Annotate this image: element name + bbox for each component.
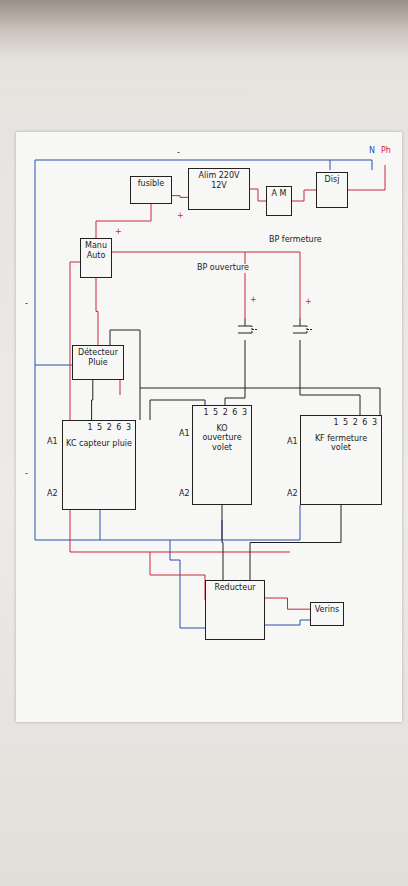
box-label: KO ouverture volet bbox=[196, 424, 248, 453]
box-label: Verins bbox=[314, 605, 340, 615]
phase-label: Ph bbox=[380, 147, 392, 156]
polarity-label: + bbox=[249, 296, 258, 305]
polarity-label: + bbox=[114, 228, 123, 237]
polarity-label: - bbox=[176, 149, 181, 158]
box-label: Détecteur Pluie bbox=[76, 348, 120, 367]
polarity-label: - bbox=[24, 300, 29, 309]
wire-connector bbox=[96, 204, 151, 238]
wire-connector bbox=[250, 189, 266, 201]
box-label: Reducteur bbox=[209, 583, 261, 593]
coil-pin: A1 bbox=[178, 430, 191, 439]
coil-pin: A1 bbox=[286, 438, 299, 447]
box-label: A M bbox=[270, 189, 288, 199]
minus-wire bbox=[35, 365, 75, 366]
button-label: BP ouverture bbox=[196, 264, 250, 273]
pin-numbers: 1 5 2 6 3 bbox=[66, 423, 132, 433]
polarity-label: + bbox=[176, 212, 185, 221]
box-label: Manu Auto bbox=[84, 241, 108, 260]
plus-wire bbox=[245, 252, 246, 318]
coil-pin: A2 bbox=[178, 490, 191, 499]
selector-box: Manu Auto bbox=[80, 238, 112, 278]
minus-wire bbox=[100, 510, 101, 540]
neutral-wire bbox=[330, 160, 372, 170]
box-label: Alim 220V 12V bbox=[192, 171, 246, 190]
coil-pin: A1 bbox=[46, 438, 59, 447]
control-wire bbox=[225, 350, 245, 405]
relay-box: 1 5 2 6 3 KF fermeture volet bbox=[300, 415, 382, 505]
wire-connector bbox=[96, 278, 98, 345]
switch-box: A M bbox=[266, 186, 292, 216]
wire-connector bbox=[265, 598, 310, 609]
wire-connector bbox=[172, 196, 188, 198]
plus-wire bbox=[112, 252, 300, 318]
coil-pin: A2 bbox=[46, 490, 59, 499]
polarity-label: - bbox=[24, 470, 29, 479]
relay-box: 1 5 2 6 3 KO ouverture volet bbox=[192, 405, 252, 505]
gearmotor-box: Reducteur bbox=[205, 580, 265, 640]
motor-wire bbox=[170, 540, 205, 628]
phase-wire bbox=[348, 165, 385, 190]
box-label: fusible bbox=[134, 179, 168, 189]
wire-connector bbox=[222, 505, 223, 580]
wire-connector bbox=[292, 190, 316, 201]
wire-connector bbox=[92, 380, 93, 420]
button-label: BP fermeture bbox=[268, 236, 323, 245]
rain-detector-box: Détecteur Pluie bbox=[72, 345, 124, 380]
power-supply-box: Alim 220V 12V bbox=[188, 168, 250, 210]
neutral-label: N bbox=[368, 147, 376, 156]
relay-box: 1 5 2 6 3 KC capteur pluie bbox=[62, 420, 136, 510]
minus-rail bbox=[35, 160, 300, 540]
actuator-box: Verins bbox=[310, 602, 344, 626]
fuse-box: fusible bbox=[130, 176, 172, 204]
polarity-label: + bbox=[304, 298, 313, 307]
breaker-box: Disj bbox=[316, 172, 348, 208]
plus-wire bbox=[150, 552, 205, 600]
pin-numbers: 1 5 2 6 3 bbox=[304, 418, 378, 428]
coil-pin: A2 bbox=[286, 490, 299, 499]
box-label: KF fermeture volet bbox=[304, 434, 378, 453]
wire-connector bbox=[250, 505, 341, 580]
control-wire bbox=[300, 350, 360, 415]
push-button-symbol bbox=[238, 318, 312, 350]
box-label: KC capteur pluie bbox=[66, 439, 132, 449]
box-label: Disj bbox=[320, 175, 344, 185]
motor-wire bbox=[265, 620, 310, 625]
neutral-wire bbox=[35, 160, 330, 170]
plus-wire bbox=[120, 380, 121, 395]
pin-numbers: 1 5 2 6 3 bbox=[196, 408, 248, 418]
